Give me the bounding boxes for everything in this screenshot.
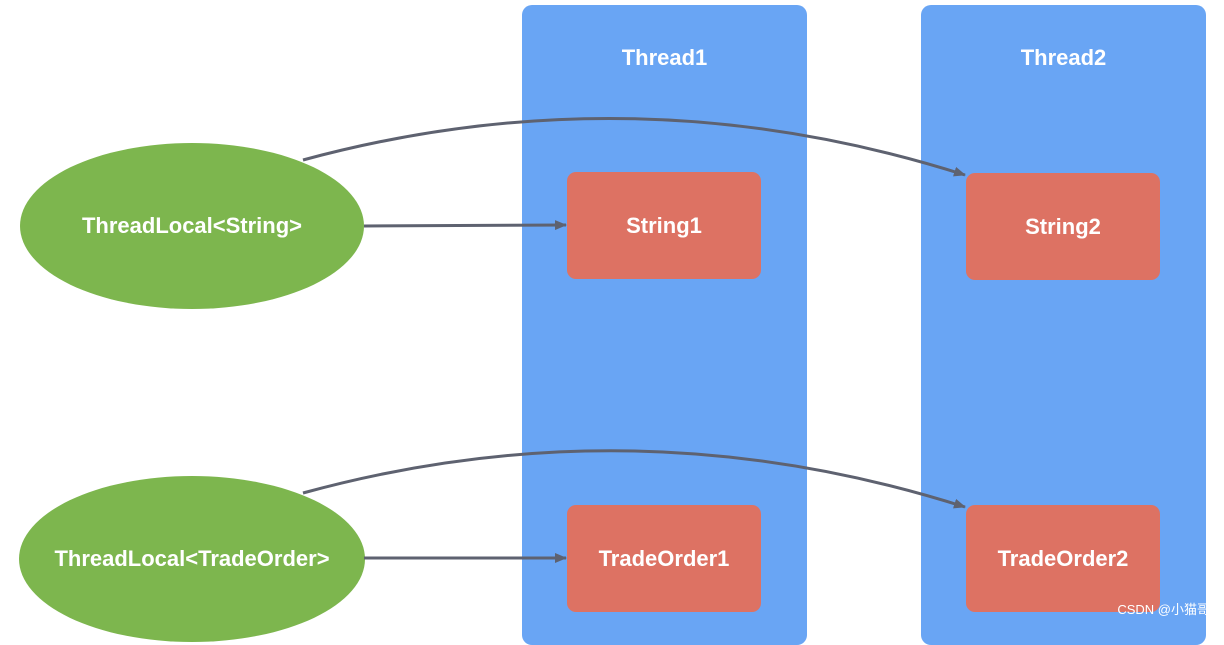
threadlocal-tradeorder-label: ThreadLocal<TradeOrder> <box>54 546 330 571</box>
string1-box: String1 <box>567 172 761 279</box>
thread1-title: Thread1 <box>621 45 708 70</box>
tradeorder1-label: TradeOrder1 <box>598 545 730 571</box>
tradeorder2-label: TradeOrder2 <box>997 545 1129 571</box>
string2-box: String2 <box>966 173 1160 280</box>
tradeorder1-box: TradeOrder1 <box>567 505 761 612</box>
threadlocal-string-label: ThreadLocal<String> <box>81 213 303 238</box>
string1-label: String1 <box>626 212 702 238</box>
threadlocal-string-ellipse: ThreadLocal<String> <box>20 143 364 309</box>
watermark: CSDN @小猫哥 <box>1117 602 1210 617</box>
tradeorder2-box: TradeOrder2 <box>966 505 1160 612</box>
threadlocal-tradeorder-ellipse: ThreadLocal<TradeOrder> <box>19 476 365 642</box>
string2-label: String2 <box>1025 213 1101 239</box>
thread2-title: Thread2 <box>1020 45 1107 70</box>
